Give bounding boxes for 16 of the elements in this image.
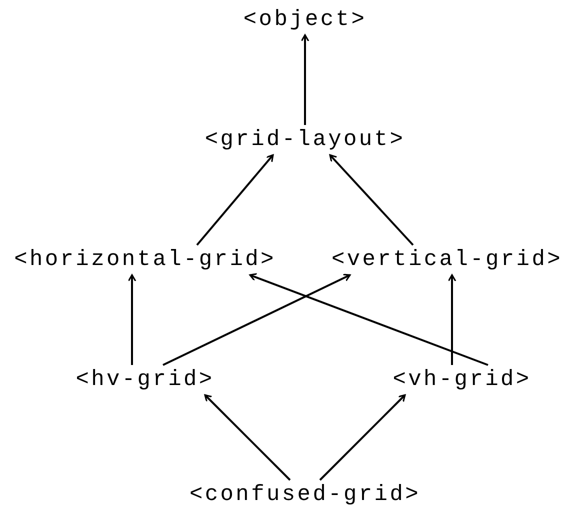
arrow: [128, 274, 136, 365]
node-label: <hv-grid>: [76, 367, 214, 393]
arrow: [329, 154, 414, 246]
arrow: [204, 394, 291, 481]
arrow: [300, 34, 310, 125]
node-label: <vertical-grid>: [331, 247, 563, 273]
node-label: <object>: [243, 7, 367, 33]
arrow: [319, 394, 406, 481]
node-label: <confused-grid>: [189, 482, 421, 508]
node-label: <vh-grid>: [392, 367, 532, 393]
arrow: [448, 274, 456, 365]
node-label: <grid-layout>: [204, 127, 406, 153]
arrow: [196, 154, 274, 246]
arrow: [162, 274, 351, 366]
arrow: [249, 273, 488, 366]
node-label: <horizontal-grid>: [14, 247, 276, 273]
